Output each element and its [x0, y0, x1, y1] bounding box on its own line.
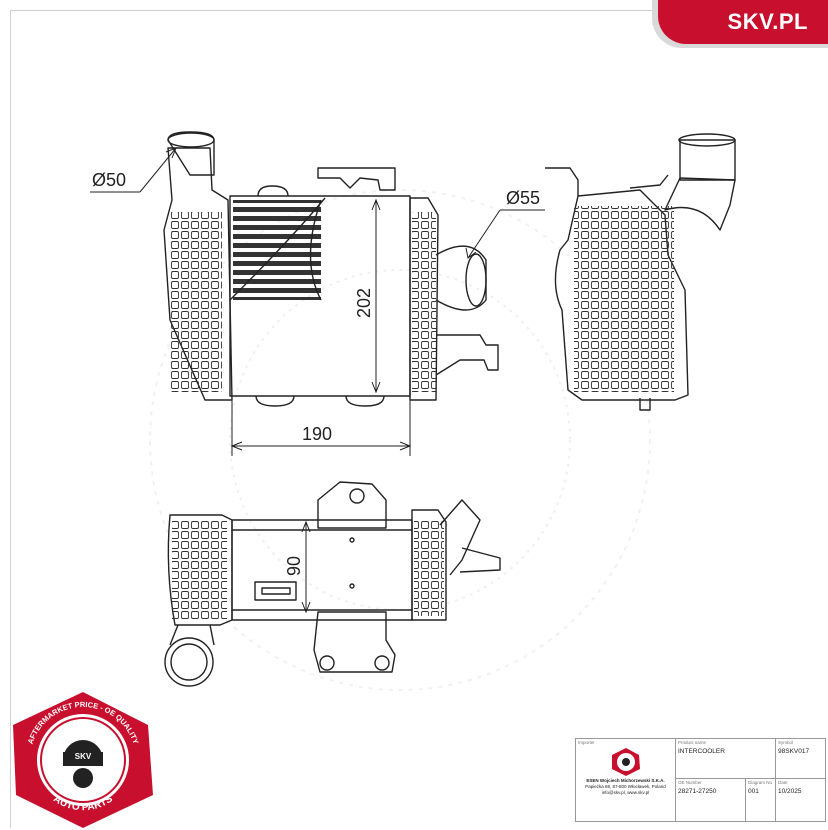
- product-name-cell: Product name INTERCOOLER: [674, 738, 777, 779]
- importer-cell: Importer ESEN Wojciech Michorzewski S.K.…: [575, 738, 676, 822]
- bottom-view-dimension: [301, 520, 311, 614]
- symbol-cell: Symbol 98SKV017: [775, 738, 827, 779]
- title-block: Importer ESEN Wojciech Michorzewski S.K.…: [575, 738, 827, 822]
- date-cell: Date 10/2025: [775, 778, 827, 822]
- width-dimension-label: 190: [302, 424, 332, 444]
- diagram-no-cell: Diagram No 001: [744, 778, 777, 822]
- skv-quality-seal: AFTERMARKET PRICE - OE QUALITY AUTO PART…: [13, 692, 153, 828]
- brand-logo-tab: SKV.PL: [658, 0, 828, 44]
- outlet-diameter-label: Ø55: [506, 188, 540, 208]
- depth-dimension-label: 90: [284, 556, 304, 576]
- oe-number-cell: OE Number 28271-27250: [675, 778, 746, 822]
- height-dimension-label: 202: [354, 288, 374, 318]
- side-view: [545, 133, 736, 411]
- bottom-view: [164, 481, 501, 687]
- inlet-diameter-label: Ø50: [92, 170, 126, 190]
- front-view-dimensions: [90, 147, 545, 456]
- front-view: [163, 131, 499, 407]
- small-seal-icon: [611, 748, 640, 776]
- drawing-frame: [10, 10, 828, 828]
- seal-center-text: SKV: [75, 752, 92, 761]
- brand-logo: SKV.PL: [727, 9, 808, 34]
